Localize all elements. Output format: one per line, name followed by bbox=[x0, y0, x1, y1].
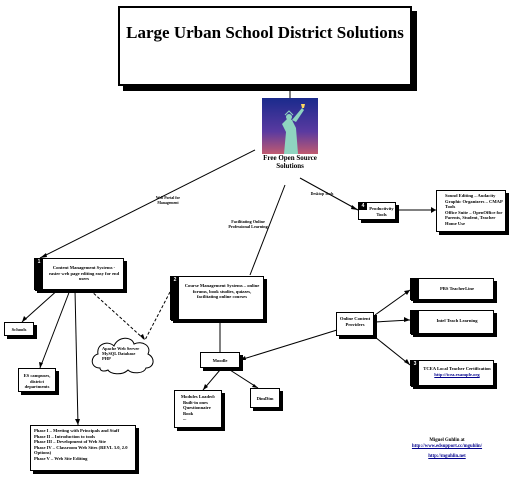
label-desktop-tools: Desktop Tools bbox=[310, 192, 334, 196]
tcea-link[interactable]: http://tcea.example.org bbox=[434, 371, 480, 377]
intel-label: Intel Teach Learning bbox=[436, 318, 478, 323]
list-item: Phase I – Meeting with Principals and St… bbox=[34, 428, 120, 433]
list-item: Apache Web Server bbox=[102, 346, 140, 351]
page-title: Large Urban School District Solutions bbox=[126, 23, 404, 42]
cms-box: 1 Content Management Systems - easier we… bbox=[34, 258, 124, 291]
box-number: 4 bbox=[359, 203, 367, 210]
box-number: 3 bbox=[411, 361, 419, 387]
district-label: ES campuses, district departments bbox=[23, 373, 51, 390]
author-link-primary[interactable]: http://www.edsupport.cc/mguhlin/ bbox=[411, 444, 483, 449]
box-number bbox=[411, 311, 419, 335]
modules-title: Modules Loaded: bbox=[180, 394, 216, 399]
list-item: Built-in ones bbox=[183, 400, 219, 406]
course-management-box: 2 Course Management Systems – online for… bbox=[170, 276, 264, 321]
productivity-tools-label: Productivity Tools bbox=[369, 206, 394, 217]
label-web-portals: Web Portal for Management bbox=[155, 196, 181, 205]
moodle-label: Moodle bbox=[212, 358, 228, 363]
list-item: Book bbox=[183, 411, 219, 417]
list-item: Phase V – Web Site Editing bbox=[34, 455, 88, 461]
list-item: Office Suite – OpenOffice for Parents, S… bbox=[445, 210, 503, 227]
author-credit: Miguel Guhlin at http://www.edsupport.cc… bbox=[392, 438, 502, 460]
server-cloud-shape bbox=[91, 337, 154, 375]
dimdim-box: DimDim bbox=[250, 388, 280, 408]
intel-box: Intel Teach Learning bbox=[410, 310, 494, 335]
schools-box: Schools bbox=[4, 322, 34, 336]
moodle-box: Moodle bbox=[200, 352, 240, 368]
list-item: Phase II – Introduction to tools bbox=[34, 433, 96, 439]
box-number: 2 bbox=[171, 277, 179, 321]
productivity-list-box: Sound Editing – Audacity Graphic Organiz… bbox=[436, 190, 506, 232]
schools-label: Schools bbox=[11, 327, 27, 332]
productivity-tools-box: 4 Productivity Tools bbox=[358, 202, 396, 220]
list-item: Phase III – Development of Web Site bbox=[34, 439, 106, 445]
list-item: Sound Editing – Audacity bbox=[445, 193, 503, 199]
pbs-box: PBS TeacherLine bbox=[410, 278, 494, 301]
dimdim-label: DimDim bbox=[256, 396, 274, 401]
box-number bbox=[411, 279, 419, 301]
course-management-label: Course Management Systems – online forum… bbox=[184, 283, 260, 300]
author-name: Miguel Guhlin at bbox=[429, 438, 465, 443]
cloud-content: Apache Web Server MySQL Database PHP bbox=[102, 346, 152, 362]
list-item: Phase IV – Classroom Web Sites (REVL 3.0… bbox=[34, 444, 128, 456]
title-box: Large Urban School District Solutions bbox=[118, 6, 412, 86]
district-box: ES campuses, district departments bbox=[18, 368, 56, 392]
box-number: 1 bbox=[35, 259, 43, 291]
label-facilitating: Facilitating Online Professional Learnin… bbox=[228, 219, 268, 229]
online-content-box: Online Content Providers bbox=[336, 312, 374, 336]
online-content-label: Online Content Providers bbox=[339, 316, 371, 327]
phases-box: Phase I – Meeting with Principals and St… bbox=[30, 425, 136, 471]
list-item: PHP bbox=[102, 356, 111, 362]
author-link-secondary[interactable]: http://mguhlin.net bbox=[428, 454, 466, 459]
list-item: MySQL Database bbox=[102, 351, 136, 357]
list-item: Graphic Organizers – CMAP Tools bbox=[445, 199, 503, 210]
tcea-box: 3 TCEA Local Teacher Certification http:… bbox=[410, 360, 494, 387]
cms-label: Content Management Systems - easier web … bbox=[48, 265, 120, 282]
tcea-label: TCEA Local Teacher Certification bbox=[423, 366, 491, 371]
center-label: Free Open Source Solutions bbox=[263, 154, 317, 170]
statue-of-liberty-icon bbox=[262, 98, 318, 154]
list-item: ... bbox=[183, 416, 219, 422]
pbs-label: PBS TeacherLine bbox=[439, 286, 475, 291]
list-item: Questionnaire bbox=[183, 405, 219, 411]
modules-box: Modules Loaded: Built-in ones Questionna… bbox=[174, 390, 222, 428]
